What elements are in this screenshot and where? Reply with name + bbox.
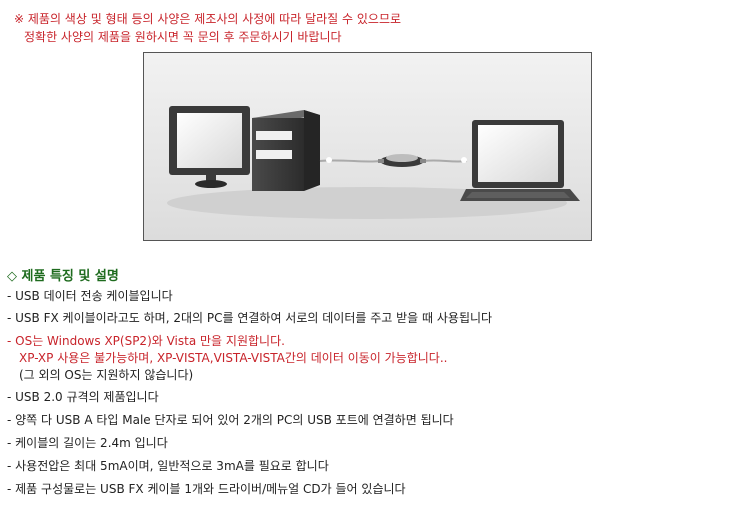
pc-to-laptop-diagram [144, 53, 591, 240]
section-title: ◇ 제품 특징 및 설명 [7, 269, 119, 284]
feature-item: - 양쪽 다 USB A 타입 Male 단자로 되어 있어 2개의 PC의 U… [7, 413, 454, 427]
feature-item: - 제품 구성물로는 USB FX 케이블 1개와 드라이버/메뉴얼 CD가 들… [7, 482, 406, 496]
feature-item-os-support: - OS는 Windows XP(SP2)와 Vista 만을 지원합니다. X… [7, 333, 447, 384]
laptop-icon [460, 120, 580, 201]
feature-item: - 사용전압은 최대 5mA이며, 일반적으로 3mA를 필요로 합니다 [7, 459, 329, 473]
os-support-line-1: - OS는 Windows XP(SP2)와 Vista 만을 지원합니다. [7, 334, 285, 348]
desktop-tower-icon [252, 110, 320, 191]
os-support-line-2: XP-XP 사용은 불가능하며, XP-VISTA,VISTA-VISTA간의 … [19, 351, 448, 365]
usb-cable-icon [319, 154, 468, 167]
connection-illustration [143, 52, 592, 241]
os-support-line-3: (그 외의 OS는 지원하지 않습니다) [19, 368, 194, 382]
monitor-icon [169, 106, 250, 188]
feature-item: - USB 데이터 전송 케이블입니다 [7, 289, 173, 303]
notice: ※ 제품의 색상 및 형태 등의 사양은 제조사의 사정에 따라 달라질 수 있… [14, 10, 401, 46]
feature-item: - USB FX 케이블이라고도 하며, 2대의 PC를 연결하여 서로의 데이… [7, 311, 493, 325]
feature-item: - 케이블의 길이는 2.4m 입니다 [7, 436, 168, 450]
notice-line-1: ※ 제품의 색상 및 형태 등의 사양은 제조사의 사정에 따라 달라질 수 있… [14, 12, 402, 26]
feature-item: - USB 2.0 규격의 제품입니다 [7, 390, 159, 404]
notice-line-2: 정확한 사양의 제품을 원하시면 꼭 문의 후 주문하시기 바랍니다 [24, 30, 342, 44]
